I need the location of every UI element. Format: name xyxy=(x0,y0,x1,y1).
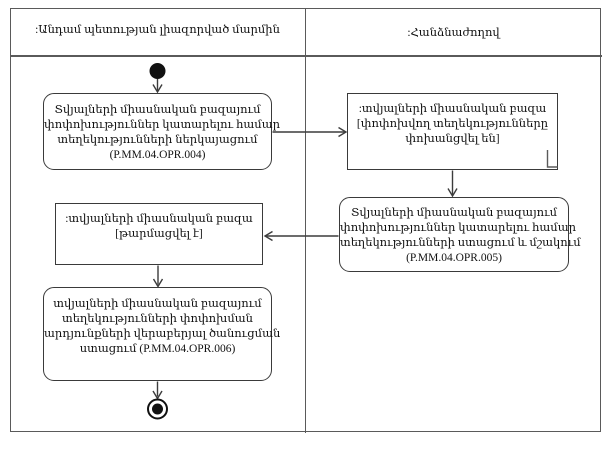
node-text-line: :տվյալների միասնական բազա xyxy=(65,213,253,225)
object-node-db-updated: :տվյալների միասնական բազա [թարմացվել է] xyxy=(55,203,263,265)
object-node-db-transferred: :տվյալների միասնական բազա [փոփոխվող տեղե… xyxy=(347,93,558,170)
lane-divider xyxy=(304,8,306,433)
action-node-opr006: տվյալների միասնական բազայում տեղեկությու… xyxy=(43,287,281,381)
lane-header-member-state: :Անդամ պետության լիազորված մարմին xyxy=(11,8,304,55)
node-text-line: տեղեկությունների ստացում և մշակում xyxy=(340,237,581,249)
node-text-line: :տվյալների միասնական բազա xyxy=(358,103,547,115)
node-text-line: Տվյալների միասնական բազայում xyxy=(350,207,558,219)
lane-title: :Հանձնաժողով xyxy=(407,27,500,39)
node-text-line: տվյալների միասնական բազայում xyxy=(53,298,262,310)
action-node-opr004: Տվյալների միասնական բազայում փոփոխությու… xyxy=(43,93,281,170)
node-text-line: [փոփոխվող տեղեկությունները xyxy=(356,118,549,130)
node-text-line: փոփոխություններ կատարելու համար xyxy=(340,222,577,234)
lane-header-divider xyxy=(10,55,602,57)
lane-title: :Անդամ պետության լիազորված մարմին xyxy=(35,24,280,36)
node-text-line: տեղեկությունների փոփոխման xyxy=(62,313,253,325)
node-text-line: փոխանցվել են] xyxy=(405,133,500,145)
node-text-line: Տվյալների միասնական բազայում xyxy=(54,104,261,116)
node-text-line: (P.MM.04.OPR.004) xyxy=(109,149,206,161)
node-text-line: ստացում (P.MM.04.OPR.006) xyxy=(79,343,236,355)
action-node-opr005: Տվյալների միասնական բազայում փոփոխությու… xyxy=(339,197,581,272)
node-text-line: փոփոխություններ կատարելու համար xyxy=(44,119,281,131)
node-text-line: [թարմացվել է] xyxy=(115,228,203,240)
node-text-line: արդյունքների վերաբերյալ ծանուցման xyxy=(44,328,281,340)
node-text-line: (P.MM.04.OPR.005) xyxy=(406,252,502,264)
lane-header-commission: :Հանձնաժողով xyxy=(306,8,601,55)
node-text-line: տեղեկությունների ներկայացում xyxy=(57,134,258,146)
